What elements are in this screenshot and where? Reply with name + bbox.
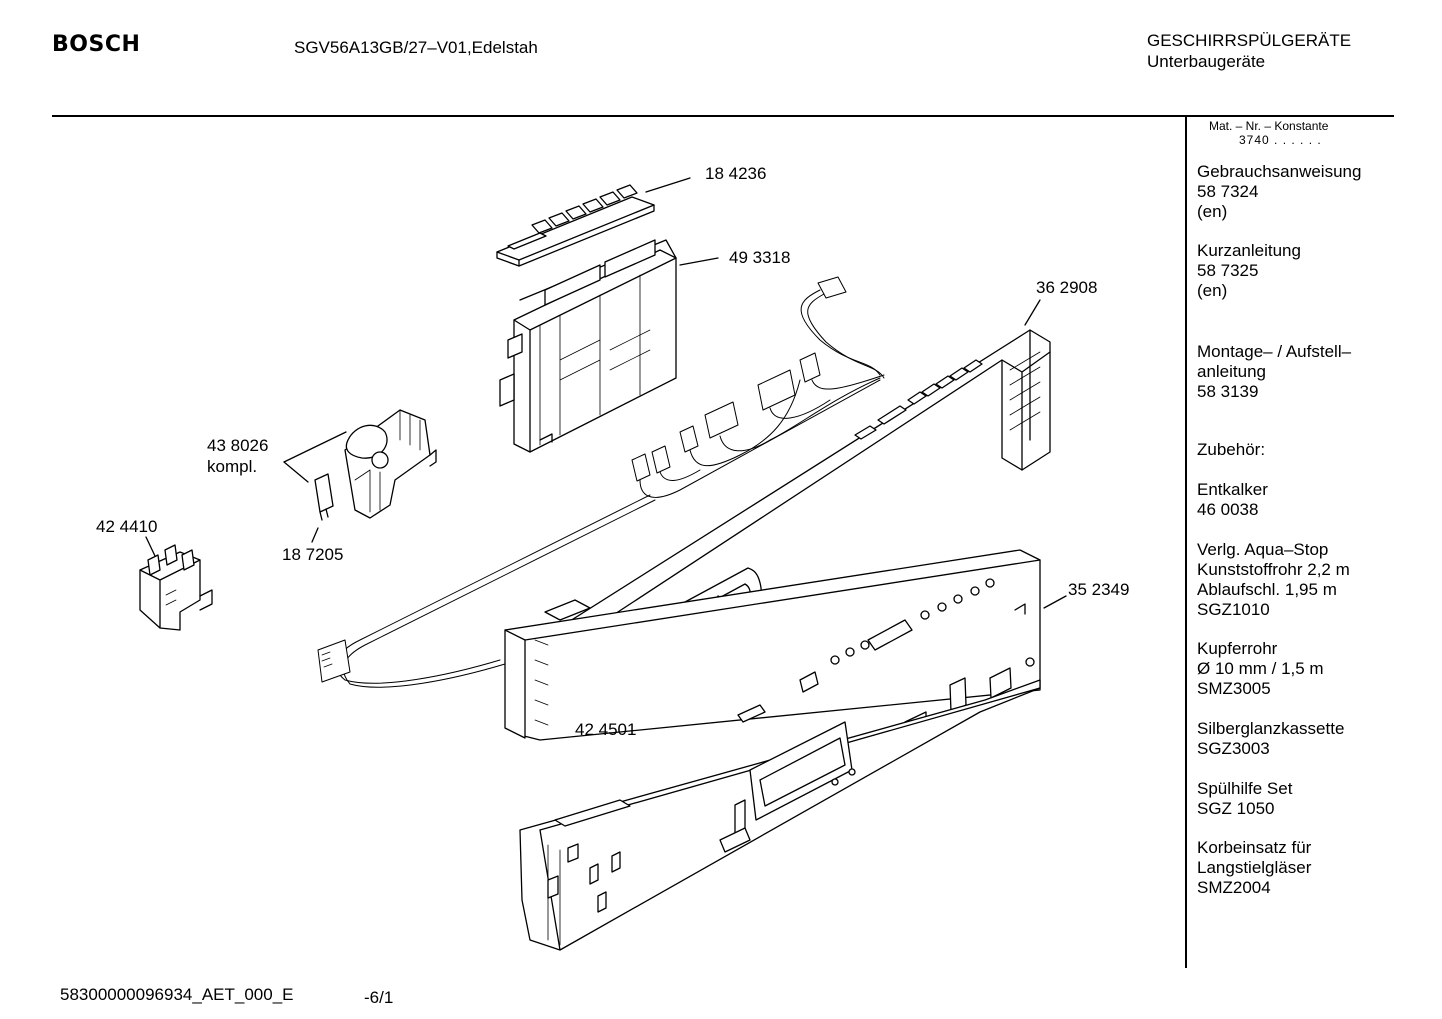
part-label-362908: 36 2908: [1036, 278, 1098, 297]
wire-harness-part: [317, 276, 885, 688]
leader-424410: [145, 536, 156, 557]
sidebar-block-glass-insert: Korbeinsatz für Langstielgläser SMZ2004: [1197, 838, 1312, 897]
part-label-493318: 49 3318: [729, 248, 791, 267]
sidebar-divider: [1185, 116, 1187, 968]
category-title: GESCHIRRSPÜLGERÄTE Unterbaugeräte: [1147, 30, 1351, 72]
sidebar-block-silver-cassette: Silberglanzkassette SGZ3003: [1197, 719, 1345, 758]
sidebar-block-accessories-heading: Zubehör:: [1197, 440, 1266, 459]
leader-493318: [679, 257, 719, 266]
leader-438026-a: [283, 431, 347, 463]
category-line-1: GESCHIRRSPÜLGERÄTE: [1147, 31, 1352, 50]
sidebar-block-rinse-set: Spülhilfe Set SGZ 1050: [1197, 779, 1293, 818]
sidebar-block-aqua-stop: Verlg. Aqua–Stop Kunststoffrohr 2,2 m Ab…: [1197, 540, 1350, 619]
document-code: 58300000096934_AET_000_E: [60, 985, 294, 1004]
sidebar-block-installation: Montage– / Aufstell– anleitung 58 3139: [1197, 342, 1352, 401]
part-label-424501: 42 4501: [575, 720, 637, 739]
mat-number-header: Mat. – Nr. – Konstante: [1209, 119, 1329, 133]
part-label-438026: 43 8026: [207, 436, 269, 455]
button-strip-part: [496, 184, 655, 267]
sidebar-block-descaler: Entkalker 46 0038: [1197, 480, 1268, 519]
leader-184236: [645, 177, 691, 193]
accessory-sidebar: Mat. – Nr. – Konstante 3740 . . . . . . …: [1197, 119, 1437, 898]
page-number: -6/1: [364, 988, 394, 1007]
control-module-part: [499, 239, 677, 453]
part-label-424410: 42 4410: [96, 517, 158, 536]
sidebar-block-copper-pipe: Kupferrohr Ø 10 mm / 1,5 m SMZ3005: [1197, 639, 1324, 698]
mat-number-constant: 3740 . . . . . .: [1239, 133, 1322, 147]
sidebar-block-manual: Gebrauchsanweisung 58 7324 (en): [1197, 162, 1362, 221]
leader-352349: [1043, 595, 1067, 609]
part-label-438026-sub: kompl.: [207, 457, 258, 476]
exploded-parts-diagram: [139, 177, 1067, 951]
leader-187205: [311, 527, 319, 543]
category-line-2: Unterbaugeräte: [1147, 52, 1266, 71]
leader-438026-b: [283, 461, 309, 483]
door-lock-part: [344, 409, 437, 519]
micro-switch-part: [314, 473, 334, 521]
part-label-187205: 18 7205: [282, 545, 344, 564]
part-label-352349: 35 2349: [1068, 580, 1130, 599]
sidebar-block-quick-guide: Kurzanleitung 58 7325 (en): [1197, 241, 1301, 300]
brand-logo: BOSCH: [52, 32, 141, 57]
header-divider: [52, 115, 1394, 117]
panel-housing-part: [519, 679, 1041, 951]
terminal-block-part: [139, 544, 213, 631]
upper-frame-part: [539, 329, 1051, 651]
model-number: SGV56A13GB/27–V01,Edelstah: [294, 38, 538, 57]
part-label-184236: 18 4236: [705, 164, 767, 183]
leader-362908: [1024, 299, 1041, 326]
